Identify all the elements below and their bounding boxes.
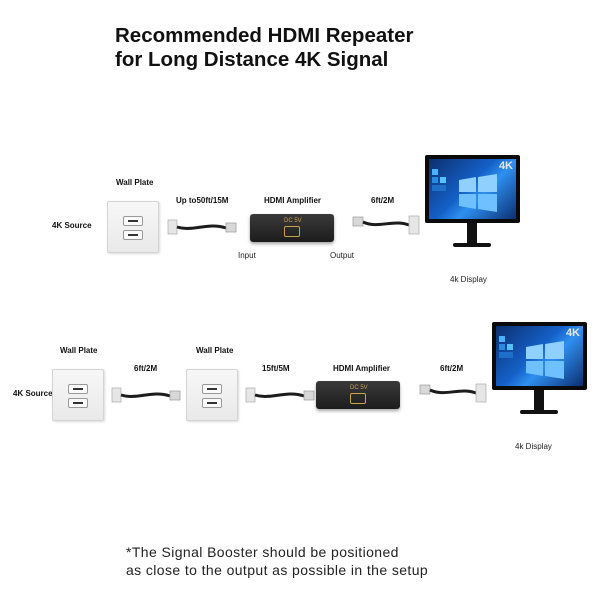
- amplifier-label: HDMI Amplifier: [333, 364, 391, 373]
- monitor-screen: 4K: [425, 155, 520, 223]
- hdmi-port: [68, 398, 88, 408]
- monitor-stand: [534, 390, 544, 412]
- cable-length-label: 6ft/2M: [440, 364, 464, 373]
- amplifier-power-text: DC 5V: [350, 385, 368, 391]
- hdmi-cable: [352, 215, 420, 235]
- hdmi-port: [202, 398, 222, 408]
- monitor-stand: [467, 223, 477, 245]
- hdmi-port: [202, 384, 222, 394]
- hdmi-cable: [419, 383, 487, 403]
- input-label: Input: [238, 251, 256, 260]
- 4k-badge: 4K: [498, 160, 513, 172]
- monitor-screen: 4K: [492, 322, 587, 390]
- hdmi-amplifier: DC 5V: [316, 381, 400, 409]
- cable-length-label: 6ft/2M: [371, 196, 395, 205]
- wall-plate: [186, 369, 238, 421]
- monitor-base: [453, 243, 491, 247]
- hdmi-port: [68, 384, 88, 394]
- wall-plate: [52, 369, 104, 421]
- cable-length-label: 6ft/2M: [134, 364, 158, 373]
- title-line-2: for Long Distance 4K Signal: [115, 48, 389, 71]
- cable-length-label: 15ft/5M: [262, 364, 290, 373]
- hdmi-amplifier: DC 5V: [250, 214, 334, 242]
- wall-plate: [107, 201, 159, 253]
- hdmi-cable: [167, 219, 237, 235]
- amplifier-logo-icon: [350, 393, 366, 404]
- windows-logo-icon: [459, 174, 497, 212]
- windows-logo-icon: [526, 341, 564, 379]
- source-label: 4K Source: [13, 389, 53, 398]
- hdmi-port: [123, 230, 143, 240]
- wall-plate-label: Wall Plate: [60, 346, 98, 355]
- wall-plate-label: Wall Plate: [196, 346, 234, 355]
- display-label: 4k Display: [450, 275, 487, 284]
- monitor-base: [520, 410, 558, 414]
- wall-plate-label: Wall Plate: [116, 178, 154, 187]
- display-label: 4k Display: [515, 442, 552, 451]
- output-label: Output: [330, 251, 355, 260]
- cable-length-label: Up to50ft/15M: [176, 196, 229, 205]
- footnote-line-1: *The Signal Booster should be positioned: [126, 544, 399, 560]
- footnote-line-2: as close to the output as possible in th…: [126, 562, 429, 578]
- amplifier-power-text: DC 5V: [284, 218, 302, 224]
- amplifier-label: HDMI Amplifier: [264, 196, 322, 205]
- source-label: 4K Source: [52, 221, 92, 230]
- hdmi-port: [123, 216, 143, 226]
- 4k-badge: 4K: [565, 327, 580, 339]
- footnote: *The Signal Booster should be positioned…: [126, 543, 428, 579]
- hdmi-cable: [111, 387, 181, 403]
- hdmi-cable: [245, 387, 315, 403]
- page-title: Recommended HDMI Repeater for Long Dista…: [115, 24, 535, 72]
- 4k-display-monitor: 4K: [425, 155, 520, 260]
- amplifier-logo-icon: [284, 226, 300, 237]
- 4k-display-monitor: 4K: [492, 322, 587, 427]
- title-line-1: Recommended HDMI Repeater: [115, 24, 414, 47]
